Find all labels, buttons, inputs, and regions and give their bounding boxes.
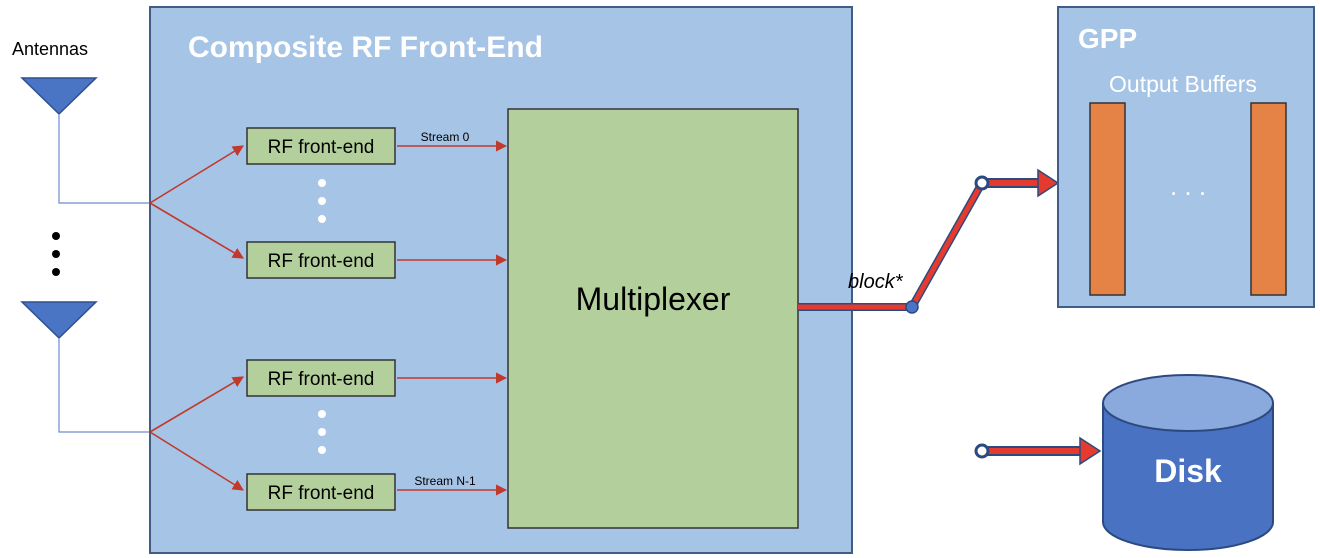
split-arrow [149,202,244,259]
gpp-title: GPP [1078,23,1137,54]
disk-label: Disk [1154,453,1222,489]
gpp-subtitle: Output Buffers [1109,71,1257,97]
disk-arrow-tail-node [974,443,990,459]
stream-label-first: Stream 0 [421,130,470,144]
split-arrow [149,431,244,491]
multiplexer-block [507,108,799,529]
gpp-arrow-head [1037,168,1060,198]
disk-top [1102,374,1274,432]
antenna-feed-line-bottom [58,338,150,433]
rf-frontend-block [246,127,396,165]
gpp-arrow-tail-node [974,175,990,191]
rf-frontend-block [246,359,396,397]
block-label: block* [848,271,904,293]
multiplexer-label: Multiplexer [576,281,731,317]
antenna-ellipsis-dot [52,232,60,240]
stream-label-last: Stream N-1 [414,474,476,488]
rf-ellipsis-dot [318,446,326,454]
rf-ellipsis-dot [318,179,326,187]
antennas-label: Antennas [12,39,88,59]
composite-title: Composite RF Front-End [188,31,543,64]
output-buffer-last [1250,102,1287,296]
antenna-ellipsis-dot [52,268,60,276]
disk-arrow-head [1079,436,1102,466]
split-arrow [149,376,244,433]
rf-frontend-block [246,241,396,279]
antenna-icon-bottom [20,301,98,340]
block-joint-node [905,300,919,314]
rf-frontend-label: RF front-end [268,137,375,158]
output-buffer-first [1089,102,1126,296]
rf-ellipsis-dot [318,428,326,436]
antenna-ellipsis-dot [52,250,60,258]
rf-frontend-label: RF front-end [268,483,375,504]
disk-body [1102,402,1274,551]
rf-frontend-block [246,473,396,511]
rf-frontend-label: RF front-end [268,251,375,272]
antenna-feed-line-top [58,114,150,204]
buffer-ellipsis: . . . [1170,171,1206,201]
rf-ellipsis-dot [318,215,326,223]
rf-ellipsis-dot [318,410,326,418]
rf-frontend-label: RF front-end [268,369,375,390]
split-arrow [149,145,244,204]
rf-ellipsis-dot [318,197,326,205]
antenna-icon-top [20,77,98,116]
